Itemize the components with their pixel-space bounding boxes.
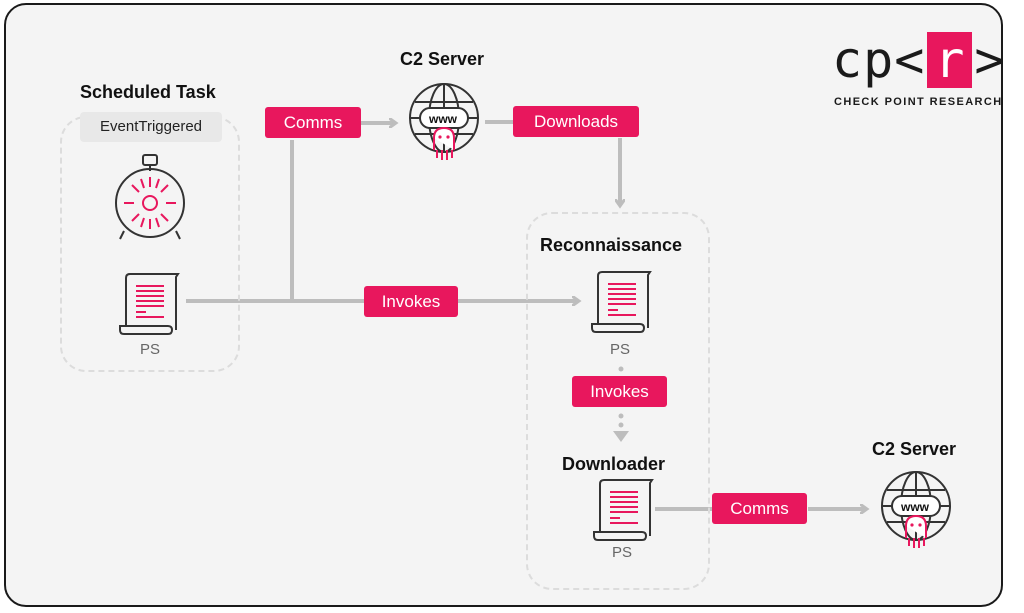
scheduled-task-ps-label: PS: [139, 341, 160, 358]
c2-server-bottom-globe-icon: www: [881, 471, 951, 548]
svg-text:www: www: [428, 112, 458, 126]
diagram-frame: [4, 3, 1003, 607]
downloader-ps-label: PS: [611, 544, 632, 561]
invokes-inner-label: Invokes: [572, 376, 667, 407]
logo-subtitle: CHECK POINT RESEARCH: [834, 96, 1003, 108]
scheduled-task-title: Scheduled Task: [80, 82, 216, 102]
c2-server-top-title: C2 Server: [400, 49, 485, 69]
invokes-main-label: Invokes: [364, 286, 458, 317]
dotted-invokes-connector: [613, 366, 629, 442]
downloader-title: Downloader: [562, 454, 666, 474]
powershell-script-icon: [119, 273, 180, 335]
timer-icon: [115, 154, 185, 240]
event-triggered-tag: EventTriggered: [80, 112, 222, 142]
downloader-script-icon: [593, 479, 654, 541]
recon-ps-label: PS: [609, 341, 630, 358]
comms-bottom-label: Comms: [712, 493, 807, 524]
svg-text:www: www: [900, 500, 930, 514]
check-point-research-logo: cp<r>: [832, 31, 1006, 89]
c2-server-top-globe-icon: www: [409, 83, 479, 160]
downloads-label: Downloads: [513, 106, 639, 137]
comms-top-label: Comms: [265, 107, 361, 138]
recon-script-icon: [591, 271, 652, 333]
reconnaissance-group: [526, 212, 710, 590]
c2-server-bottom-title: C2 Server: [872, 439, 957, 459]
reconnaissance-title: Reconnaissance: [540, 235, 683, 255]
